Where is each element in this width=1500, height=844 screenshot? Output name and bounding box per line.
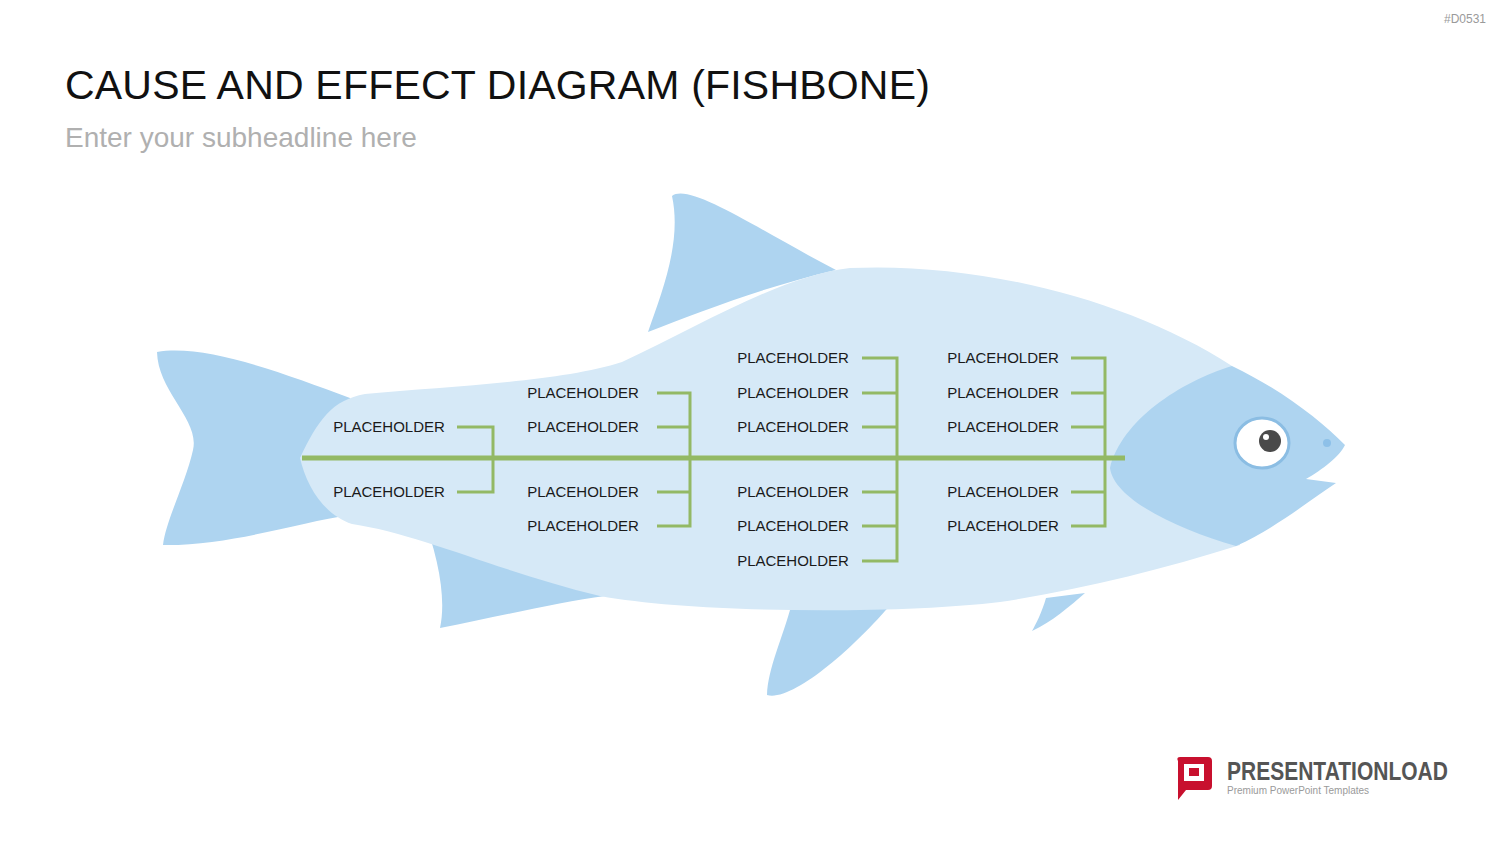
cause-label: PLACEHOLDER <box>333 483 445 500</box>
cause-label: PLACEHOLDER <box>737 552 849 569</box>
cause-label: PLACEHOLDER <box>737 483 849 500</box>
eye-pupil <box>1259 430 1281 452</box>
cause-label: PLACEHOLDER <box>947 384 1059 401</box>
cause-label: PLACEHOLDER <box>527 418 639 435</box>
bracket <box>657 393 690 526</box>
brand-tagline: Premium PowerPoint Templates <box>1227 785 1369 797</box>
cause-label: PLACEHOLDER <box>947 483 1059 500</box>
cause-label: PLACEHOLDER <box>737 418 849 435</box>
bracket <box>457 427 493 492</box>
fish-body <box>300 267 1240 610</box>
brand-name: PRESENTATIONLOAD <box>1227 757 1448 786</box>
logo-inner-red <box>1189 768 1199 776</box>
logo-icon <box>1176 757 1212 800</box>
spine <box>302 456 1125 461</box>
bone-brackets <box>457 358 1105 561</box>
eye-white <box>1235 418 1289 468</box>
bracket <box>862 358 897 561</box>
bracket <box>1071 358 1105 526</box>
cause-label: PLACEHOLDER <box>947 349 1059 366</box>
cause-label: PLACEHOLDER <box>737 517 849 534</box>
cause-label: PLACEHOLDER <box>737 384 849 401</box>
small-fin <box>1032 593 1085 631</box>
cause-label: PLACEHOLDER <box>527 517 639 534</box>
fish-head <box>1110 366 1345 546</box>
anal-fin <box>767 603 892 696</box>
nostril <box>1323 439 1331 447</box>
slide-title: CAUSE AND EFFECT DIAGRAM (FISHBONE) <box>65 62 930 109</box>
cause-label: PLACEHOLDER <box>527 483 639 500</box>
cause-label: PLACEHOLDER <box>947 517 1059 534</box>
slide-code: #D0531 <box>1444 13 1486 27</box>
cause-label: PLACEHOLDER <box>737 349 849 366</box>
subheadline: Enter your subheadline here <box>65 122 417 154</box>
eye-highlight <box>1263 434 1269 440</box>
cause-label: PLACEHOLDER <box>527 384 639 401</box>
logo-mark <box>1176 757 1212 800</box>
cause-label: PLACEHOLDER <box>333 418 445 435</box>
logo-inner <box>1184 764 1204 781</box>
cause-label: PLACEHOLDER <box>947 418 1059 435</box>
